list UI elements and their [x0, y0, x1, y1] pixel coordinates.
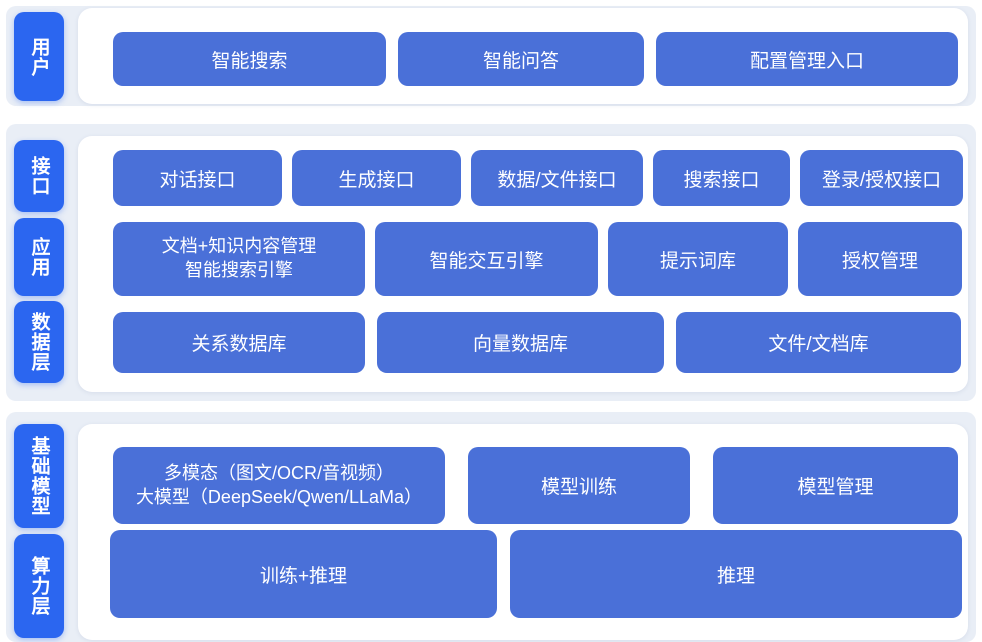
- btn-doc-knowledge-search-engine: 文档+知识内容管理 智能搜索引擎: [113, 222, 365, 296]
- band-middle-layers: 接口 应用 数据层 对话接口 生成接口 数据/文件接口 搜索接口 登录/授权接口…: [6, 124, 976, 401]
- panel-foundation-compute: 多模态（图文/OCR/音视频） 大模型（DeepSeek/Qwen/LLaMa）…: [78, 424, 968, 640]
- row-data-stores: 关系数据库 向量数据库 文件/文档库: [113, 312, 968, 373]
- btn-dialog-api: 对话接口: [113, 150, 282, 206]
- btn-smart-qa: 智能问答: [398, 32, 644, 86]
- tab-compute-layer: 算力层: [14, 534, 64, 638]
- btn-smart-interaction-engine: 智能交互引擎: [375, 222, 598, 296]
- tab-data-layer: 数据层: [14, 301, 64, 383]
- btn-smart-search: 智能搜索: [113, 32, 386, 86]
- btn-search-api: 搜索接口: [653, 150, 790, 206]
- btn-multimodal-llm-line1: 多模态（图文/OCR/音视频）: [164, 462, 394, 483]
- row-foundation-models: 多模态（图文/OCR/音视频） 大模型（DeepSeek/Qwen/LLaMa）…: [113, 447, 968, 524]
- tab-application: 应用: [14, 218, 64, 296]
- btn-doc-knowledge-line2: 智能搜索引擎: [185, 260, 293, 280]
- btn-file-document-store: 文件/文档库: [676, 312, 961, 373]
- btn-training-plus-inference: 训练+推理: [110, 530, 497, 618]
- btn-prompt-library: 提示词库: [608, 222, 788, 296]
- row-applications: 文档+知识内容管理 智能搜索引擎 智能交互引擎 提示词库 授权管理: [113, 222, 968, 296]
- btn-model-management: 模型管理: [713, 447, 958, 524]
- btn-config-management-entry: 配置管理入口: [656, 32, 958, 86]
- tab-foundation-model: 基础模型: [14, 424, 64, 528]
- btn-generation-api: 生成接口: [292, 150, 461, 206]
- band-user-layer: 用户 智能搜索 智能问答 配置管理入口: [6, 6, 976, 106]
- btn-vector-db: 向量数据库: [377, 312, 664, 373]
- btn-multimodal-llm: 多模态（图文/OCR/音视频） 大模型（DeepSeek/Qwen/LLaMa）: [113, 447, 445, 524]
- row-interfaces: 对话接口 生成接口 数据/文件接口 搜索接口 登录/授权接口: [113, 150, 968, 206]
- btn-login-auth-api: 登录/授权接口: [800, 150, 963, 206]
- btn-data-file-api: 数据/文件接口: [471, 150, 643, 206]
- btn-model-training: 模型训练: [468, 447, 690, 524]
- btn-inference: 推理: [510, 530, 962, 618]
- band-foundation-compute: 基础模型 算力层 多模态（图文/OCR/音视频） 大模型（DeepSeek/Qw…: [6, 412, 976, 642]
- tab-interface: 接口: [14, 140, 64, 212]
- tab-user: 用户: [14, 12, 64, 101]
- panel-middle-layers: 对话接口 生成接口 数据/文件接口 搜索接口 登录/授权接口 文档+知识内容管理…: [78, 136, 968, 392]
- row-compute: 训练+推理 推理: [110, 530, 968, 618]
- btn-authorization-management: 授权管理: [798, 222, 962, 296]
- btn-multimodal-llm-line2: 大模型（DeepSeek/Qwen/LLaMa）: [135, 486, 423, 507]
- btn-doc-knowledge-line1: 文档+知识内容管理: [161, 236, 317, 257]
- row-user-entries: 智能搜索 智能问答 配置管理入口: [113, 32, 968, 86]
- panel-user-layer: 智能搜索 智能问答 配置管理入口: [78, 8, 968, 104]
- btn-relational-db: 关系数据库: [113, 312, 365, 373]
